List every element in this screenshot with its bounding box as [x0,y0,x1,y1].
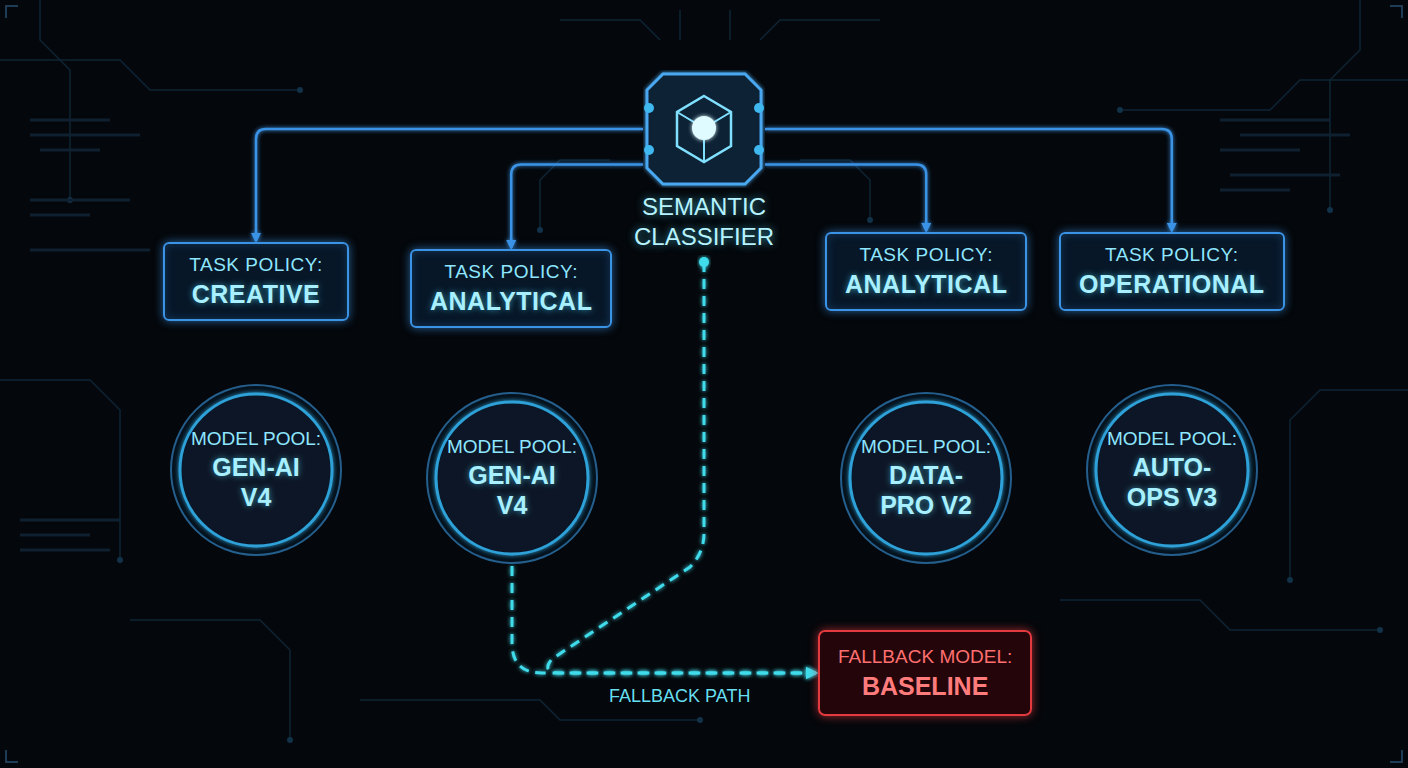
node-heading: TASK POLICY: [445,261,578,283]
outer-ring [171,385,341,555]
node-heading: FALLBACK MODEL: [838,646,1012,668]
cube-edges [677,112,731,162]
model-pool-circle: MODEL POOL:DATA-PRO V2 [838,390,1014,566]
node-heading: TASK POLICY: [860,244,993,266]
node-heading: TASK POLICY: [189,254,322,276]
node-label: BASELINE [862,672,988,701]
routing-connector [1171,311,1174,385]
policy-box: TASK POLICY: CREATIVE [163,242,349,321]
policy-box: TASK POLICY: OPERATIONAL [1059,232,1285,311]
node-label: AUTO-OPS V3 [1117,452,1227,512]
routing-connector [765,164,926,231]
chip-pin [754,103,764,113]
node-heading: MODEL POOL: [447,436,577,458]
core-light [692,116,716,140]
node-label: GEN-AI V4 [201,452,311,512]
node-label: ANALYTICAL [845,270,1007,299]
cube-outline [677,96,731,162]
fallback-box: FALLBACK MODEL: BASELINE [818,630,1032,716]
node-heading: MODEL POOL: [861,436,991,458]
classifier-icon [643,70,765,188]
node-label: CREATIVE [192,280,321,309]
inner-ring [850,402,1002,554]
outer-ring [427,393,597,563]
node-label: ANALYTICAL [430,287,592,316]
chip-pin [644,145,654,155]
model-pool-circle: MODEL POOL:GEN-AI V4 [168,382,344,558]
policy-box: TASK POLICY: ANALYTICAL [825,232,1027,311]
node-heading: MODEL POOL: [191,428,321,450]
routing-connector [255,321,258,385]
inner-ring [1096,394,1248,546]
node-heading: TASK POLICY: [1105,244,1238,266]
inner-ring [436,402,588,554]
chip-pin [644,103,654,113]
node-heading: MODEL POOL: [1107,428,1237,450]
routing-connector [511,328,514,393]
chip-pin [754,145,764,155]
model-pool-circle: MODEL POOL:AUTO-OPS V3 [1084,382,1260,558]
outer-ring [1087,385,1257,555]
node-label: DATA-PRO V2 [871,460,981,520]
model-pool-circle: MODEL POOL:GEN-AI V4 [424,390,600,566]
routing-connector [511,164,643,248]
policy-box: TASK POLICY: ANALYTICAL [410,249,612,328]
node-label: GEN-AI V4 [457,460,567,520]
classifier-node: SEMANTIC CLASSIFIER [614,70,794,252]
fallback-connector [512,566,816,673]
node-label: OPERATIONAL [1079,270,1265,299]
routing-connector [765,129,1172,231]
chip-outline [647,74,761,184]
classifier-chip [643,70,765,188]
edge-label: FALLBACK PATH [604,685,755,708]
routing-connector [256,129,643,241]
node-label: SEMANTIC CLASSIFIER [614,192,794,252]
inner-ring [180,394,332,546]
outer-ring [841,393,1011,563]
routing-connector [925,311,928,393]
